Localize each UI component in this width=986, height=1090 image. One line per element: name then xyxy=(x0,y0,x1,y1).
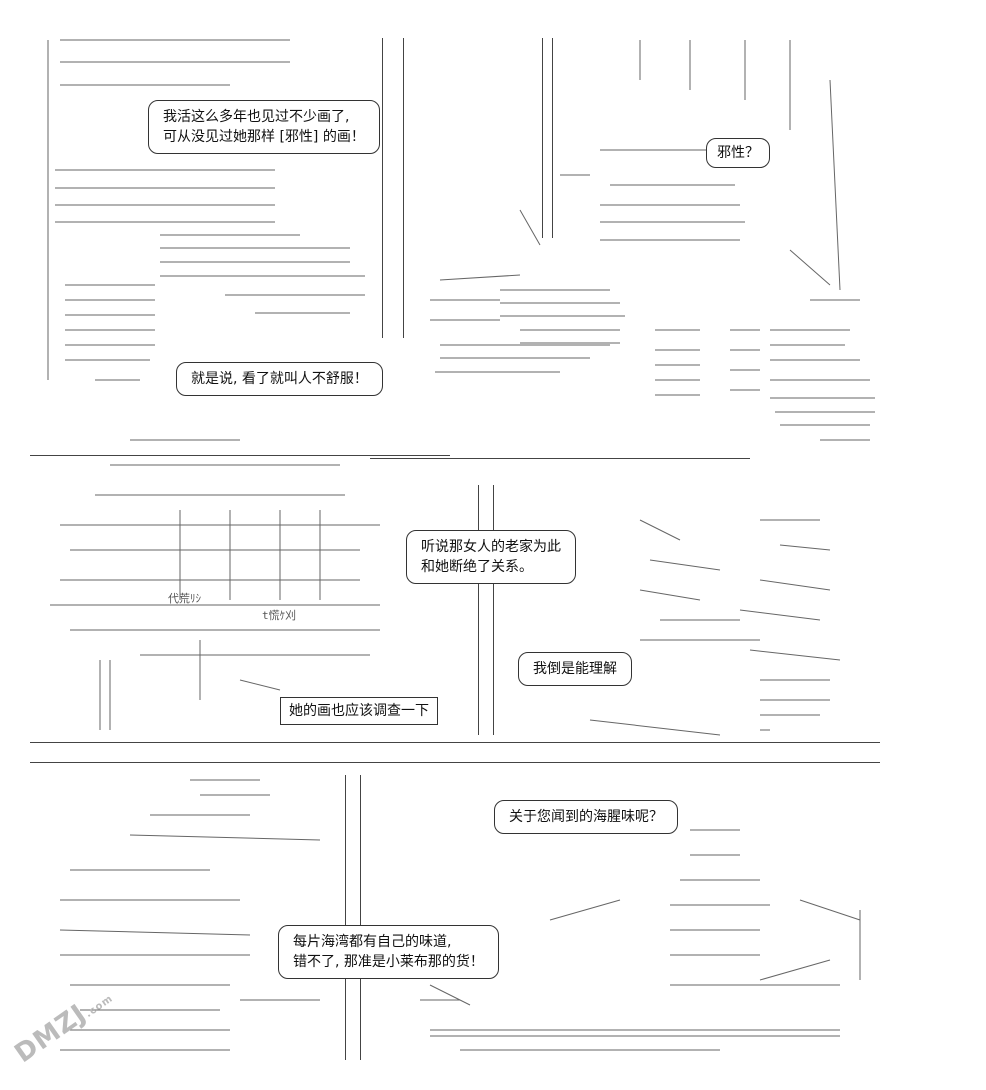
panel-divider xyxy=(382,38,383,338)
speech-bubble-1: 我活这么多年也见过不少画了, 可从没见过她那样 [邪性] 的画！ xyxy=(148,100,380,154)
bubble-5-text: 我倒是能理解 xyxy=(533,661,617,677)
bubble-4-line-1: 听说那女人的老家为此 xyxy=(421,539,561,555)
panel-divider xyxy=(403,38,404,338)
speech-bubble-5: 我倒是能理解 xyxy=(518,652,632,686)
panel-divider xyxy=(493,485,494,735)
art-sign-left: 代荒ﾘｼ xyxy=(168,592,201,605)
bubble-8-line-1: 每片海湾都有自己的味道, xyxy=(293,934,452,950)
panel-divider xyxy=(30,455,450,456)
panel-divider xyxy=(552,38,553,238)
speech-bubble-3: 就是说, 看了就叫人不舒服！ xyxy=(176,362,383,396)
bubble-1-line-2: 可从没见过她那样 [邪性] 的画！ xyxy=(163,129,365,145)
speech-bubble-7: 关于您闻到的海腥味呢？ xyxy=(494,800,678,834)
bubble-7-text: 关于您闻到的海腥味呢？ xyxy=(509,809,663,825)
speech-bubble-8: 每片海湾都有自己的味道, 错不了, 那准是小莱布那的货！ xyxy=(278,925,499,979)
speech-bubble-2: 邪性？ xyxy=(706,138,770,168)
panel-divider xyxy=(370,458,750,459)
speech-bubble-6: 她的画也应该调查一下 xyxy=(280,697,438,725)
panel-divider xyxy=(542,38,543,238)
speech-bubble-4: 听说那女人的老家为此 和她断绝了关系。 xyxy=(406,530,576,584)
panel-divider xyxy=(345,775,346,1060)
bubble-2-text: 邪性？ xyxy=(717,145,759,161)
bubble-6-text: 她的画也应该调查一下 xyxy=(289,703,429,719)
art-sign-right: t慌ｹ刈 xyxy=(262,609,297,622)
panel-divider xyxy=(30,742,880,743)
panel-divider xyxy=(478,485,479,735)
bubble-3-text: 就是说, 看了就叫人不舒服！ xyxy=(191,371,368,387)
panel-divider xyxy=(360,775,361,1060)
panel-divider xyxy=(30,762,880,763)
bubble-8-line-2: 错不了, 那准是小莱布那的货！ xyxy=(293,954,484,970)
bubble-4-line-2: 和她断绝了关系。 xyxy=(421,559,533,575)
bubble-1-line-1: 我活这么多年也见过不少画了, xyxy=(163,109,350,125)
